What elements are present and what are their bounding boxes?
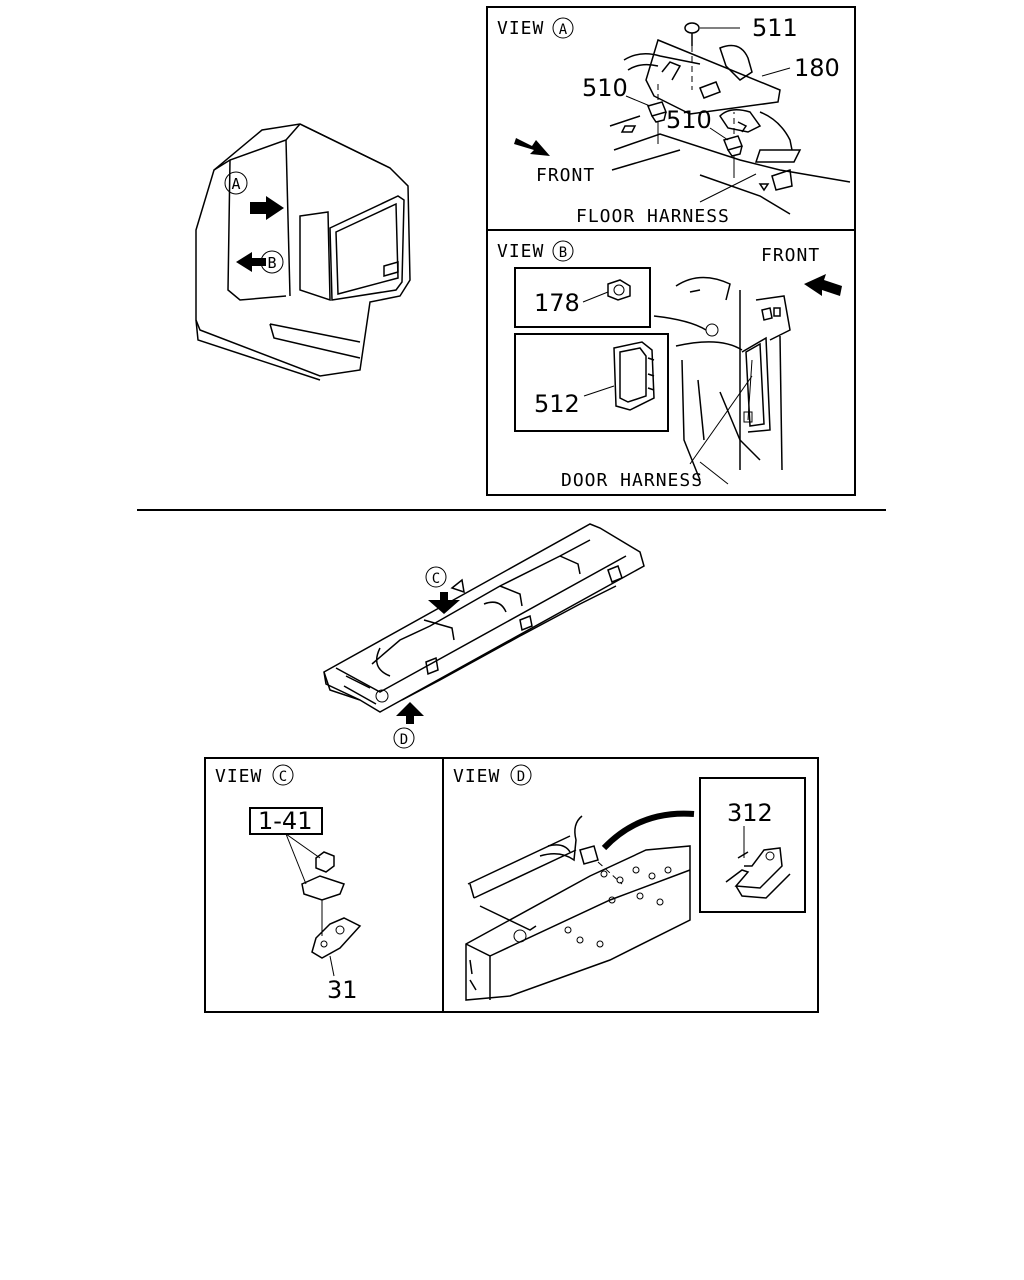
part-512: 512 (534, 390, 580, 418)
svg-text:C: C (279, 769, 287, 785)
view-b-title: VIEW B (497, 240, 574, 262)
leader-floor-harness (699, 173, 757, 203)
clip-510-right (722, 135, 744, 178)
marker-c: C (425, 566, 447, 588)
door-harness-illustration (653, 276, 791, 481)
front-arrow-b-icon (804, 274, 842, 296)
leader-178 (582, 291, 609, 303)
grommet-512-icon (613, 341, 655, 411)
marker-d: D (393, 727, 415, 749)
view-cd-panel (204, 757, 819, 1013)
floor-harness-illustration (609, 38, 851, 215)
leader-31 (329, 955, 335, 977)
part-178-box (514, 267, 651, 328)
front-label-a: FRONT (536, 165, 595, 186)
part-511: 511 (752, 14, 798, 42)
view-ab-panel (486, 6, 856, 496)
svg-text:VIEW: VIEW (497, 241, 544, 262)
nut-icon (315, 851, 335, 873)
door-harness-label: DOOR HARNESS (561, 470, 703, 491)
leader-510-left (625, 95, 651, 107)
arrow-a-icon (250, 196, 284, 220)
svg-text:A: A (231, 175, 240, 193)
chassis-frame-illustration (323, 523, 645, 713)
svg-text:VIEW: VIEW (497, 18, 544, 39)
front-label-b: FRONT (761, 245, 820, 266)
svg-text:A: A (559, 22, 568, 38)
frame-rail-illustration (465, 815, 691, 1001)
leader-510-right (709, 127, 729, 141)
svg-text:D: D (517, 769, 525, 785)
bracket-312-illustration (725, 847, 791, 899)
arrow-b-icon (236, 252, 266, 272)
ref-1-41: 1-41 (258, 807, 312, 835)
leader-512 (583, 385, 615, 397)
leader-door-harness-1 (689, 375, 753, 465)
view-a-title: VIEW A (497, 17, 574, 39)
bracket-guide-line (597, 861, 623, 885)
leader-ref-a (285, 833, 321, 859)
screw-511-icon (684, 22, 700, 46)
part-180: 180 (794, 54, 840, 82)
part-178: 178 (534, 289, 580, 317)
marker-a: A (224, 171, 248, 195)
part-510-left: 510 (582, 74, 628, 102)
cab-illustration (195, 123, 411, 381)
detail-callout-arrow (601, 810, 695, 851)
part-512-box (514, 333, 669, 432)
part-31: 31 (327, 976, 358, 1004)
svg-text:VIEW: VIEW (453, 766, 500, 787)
arrow-c-icon (428, 592, 460, 614)
svg-text:B: B (559, 245, 567, 261)
leader-180 (761, 67, 791, 77)
leader-ref-b (285, 833, 307, 885)
part-312: 312 (727, 799, 773, 827)
clamp-illustration (301, 875, 362, 959)
clip-510-left (646, 101, 668, 144)
floor-harness-label: FLOOR HARNESS (576, 206, 730, 227)
arrow-d-icon (396, 702, 424, 724)
view-d-title: VIEW D (453, 764, 532, 787)
view-c-title: VIEW C (215, 764, 294, 787)
svg-text:B: B (267, 254, 276, 272)
svg-text:D: D (400, 732, 408, 748)
front-arrow-a-icon (514, 138, 550, 156)
svg-text:C: C (432, 571, 440, 587)
marker-b: B (260, 250, 284, 274)
part-510-right: 510 (666, 106, 712, 134)
part-312-box (699, 777, 806, 913)
leader-door-harness-2 (699, 461, 729, 485)
grommet-178-icon (607, 279, 631, 301)
svg-text:VIEW: VIEW (215, 766, 262, 787)
